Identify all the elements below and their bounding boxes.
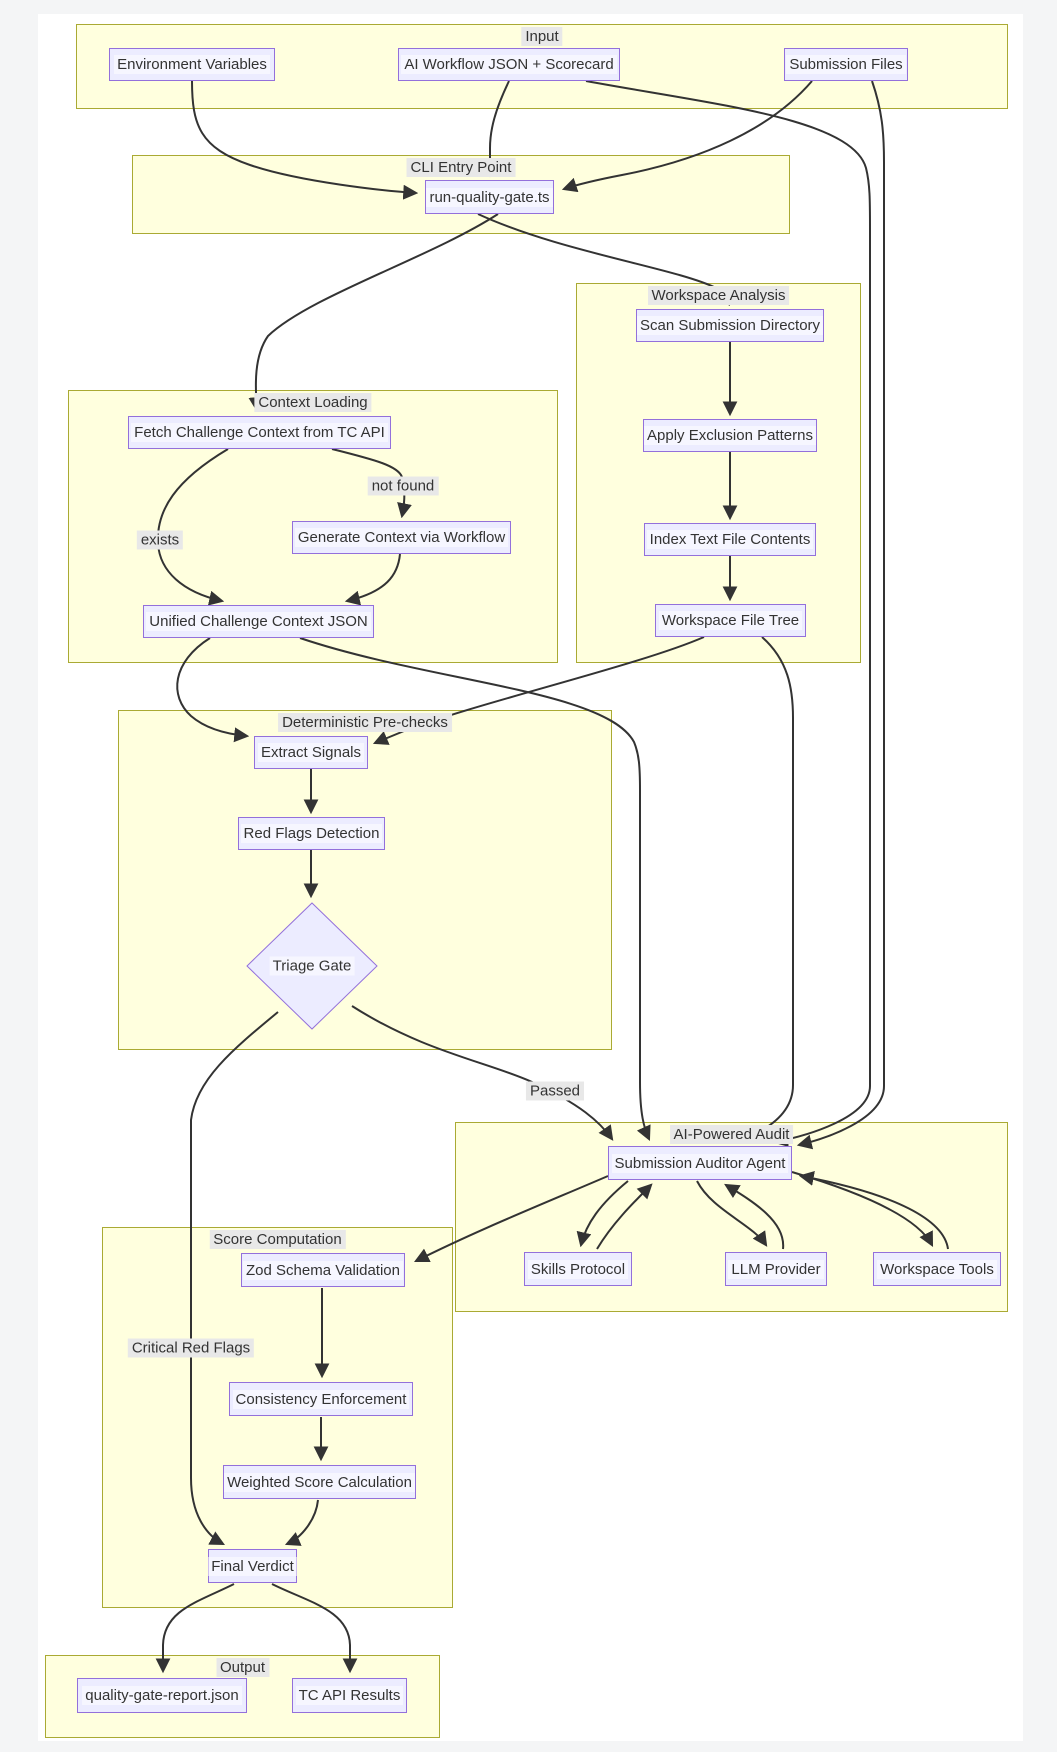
node-label-fetch: Fetch Challenge Context from TC API	[131, 423, 388, 442]
node-label-weighted: Weighted Score Calculation	[224, 1472, 415, 1492]
node-label-subfiles: Submission Files	[786, 55, 906, 74]
cluster-label-audit: AI-Powered Audit	[669, 1125, 794, 1144]
node-label-llm: LLM Provider	[728, 1259, 824, 1279]
node-label-redflags: Red Flags Detection	[240, 824, 383, 843]
node-label-verdict: Final Verdict	[208, 1556, 297, 1576]
node-fetch: Fetch Challenge Context from TC API	[128, 416, 391, 449]
cluster-label-input: Input	[521, 27, 563, 46]
node-label-triage: Triage Gate	[269, 956, 355, 976]
edge-label-critical-red-flags: Critical Red Flags	[127, 1338, 255, 1358]
node-label-consist: Consistency Enforcement	[232, 1389, 410, 1409]
node-label-excl: Apply Exclusion Patterns	[644, 426, 816, 445]
node-label-report: quality-gate-report.json	[82, 1686, 242, 1705]
node-scan: Scan Submission Directory	[636, 309, 824, 342]
node-report: quality-gate-report.json	[77, 1678, 247, 1713]
node-auditor: Submission Auditor Agent	[608, 1146, 792, 1180]
node-label-skills: Skills Protocol	[527, 1259, 629, 1279]
node-label-env: Environment Variables	[114, 55, 270, 74]
cluster-label-cli: CLI Entry Point	[406, 158, 516, 177]
node-label-unified: Unified Challenge Context JSON	[146, 612, 371, 631]
cluster-label-context: Context Loading	[254, 393, 372, 412]
node-wtools: Workspace Tools	[873, 1252, 1001, 1286]
node-label-rqg: run-quality-gate.ts	[426, 187, 553, 207]
node-redflags: Red Flags Detection	[238, 817, 385, 850]
node-zod: Zod Schema Validation	[241, 1253, 405, 1287]
node-label-gen: Generate Context via Workflow	[294, 528, 509, 547]
node-unified: Unified Challenge Context JSON	[143, 605, 374, 638]
node-skills: Skills Protocol	[524, 1252, 632, 1286]
node-wft: Workspace File Tree	[655, 604, 806, 637]
node-label-scan: Scan Submission Directory	[636, 316, 824, 335]
node-label-tcapi: TC API Results	[295, 1686, 404, 1705]
edge-label-exists: exists	[136, 530, 184, 550]
edge-label-not-found: not found	[367, 476, 439, 496]
node-label-wfjson: AI Workflow JSON + Scorecard	[401, 55, 617, 74]
node-extract: Extract Signals	[254, 736, 368, 769]
node-subfiles: Submission Files	[784, 48, 908, 81]
node-tcapi: TC API Results	[292, 1678, 407, 1713]
node-label-wft: Workspace File Tree	[658, 611, 803, 630]
node-consist: Consistency Enforcement	[229, 1382, 413, 1416]
node-label-wtools: Workspace Tools	[877, 1259, 997, 1279]
cluster-label-workspace: Workspace Analysis	[647, 286, 790, 305]
node-index: Index Text File Contents	[644, 523, 816, 556]
node-triage: Triage Gate	[246, 902, 378, 1030]
node-verdict: Final Verdict	[208, 1549, 297, 1583]
node-excl: Apply Exclusion Patterns	[643, 419, 817, 452]
edge-label-passed: Passed	[525, 1081, 585, 1101]
cluster-label-prechecks: Deterministic Pre-checks	[278, 713, 452, 732]
node-label-index: Index Text File Contents	[646, 530, 814, 549]
node-weighted: Weighted Score Calculation	[223, 1465, 416, 1499]
cluster-label-score: Score Computation	[209, 1230, 346, 1249]
node-llm: LLM Provider	[725, 1252, 827, 1286]
node-label-extract: Extract Signals	[257, 743, 365, 762]
node-wfjson: AI Workflow JSON + Scorecard	[398, 48, 620, 81]
node-env: Environment Variables	[109, 48, 275, 81]
cluster-label-output: Output	[215, 1658, 270, 1677]
node-label-auditor: Submission Auditor Agent	[611, 1153, 789, 1173]
node-rqg: run-quality-gate.ts	[425, 180, 554, 214]
node-gen: Generate Context via Workflow	[292, 521, 511, 554]
node-label-zod: Zod Schema Validation	[243, 1260, 403, 1280]
